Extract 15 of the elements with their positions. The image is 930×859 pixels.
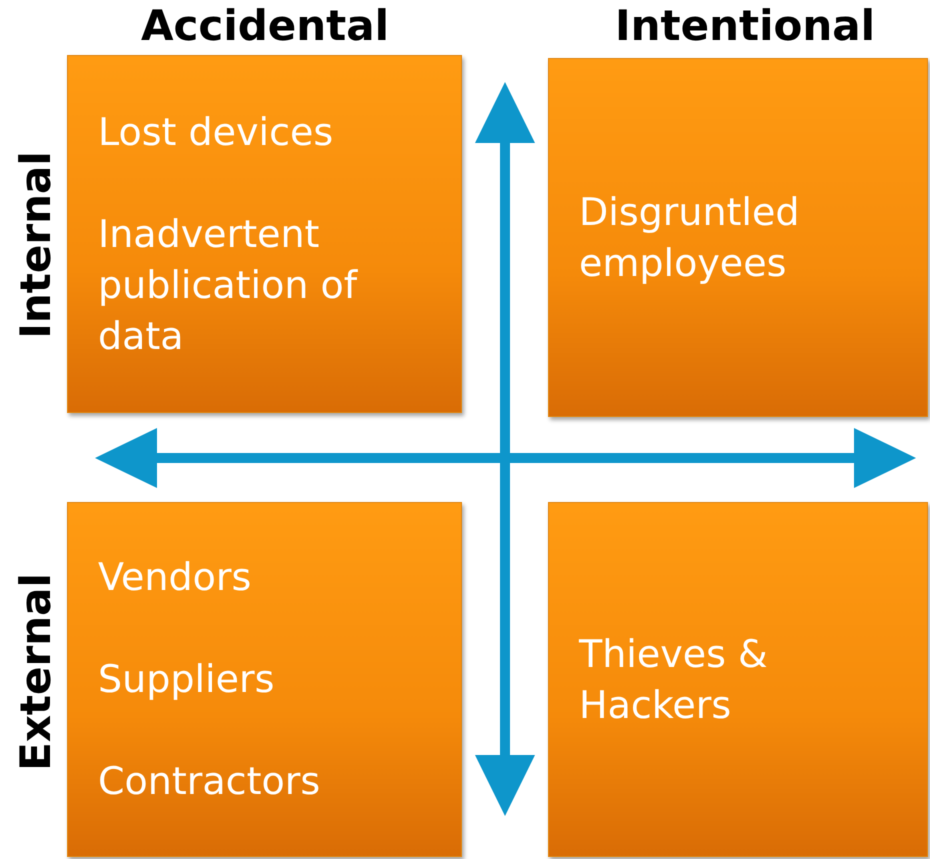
quadrant-box (548, 502, 928, 857)
quadrant-box (67, 55, 462, 413)
axis-label: Intentional (615, 2, 875, 50)
quadrant-text: Vendors (98, 554, 252, 601)
quadrant-text: Suppliers (98, 656, 276, 703)
quadrant-text: Thieves & Hackers (579, 630, 769, 728)
axis-label: Internal (12, 151, 60, 339)
axis-label: Accidental (141, 2, 389, 50)
quadrant-text: Disgruntled employees (579, 188, 800, 286)
quadrant-text: Inadvertent publication of data (98, 210, 359, 360)
quadrant-box (548, 58, 928, 417)
axis-label: External (12, 573, 60, 771)
quadrant-text: Lost devices (98, 108, 334, 156)
quadrant-box (67, 502, 462, 857)
quadrant-text: Contractors (98, 758, 322, 805)
